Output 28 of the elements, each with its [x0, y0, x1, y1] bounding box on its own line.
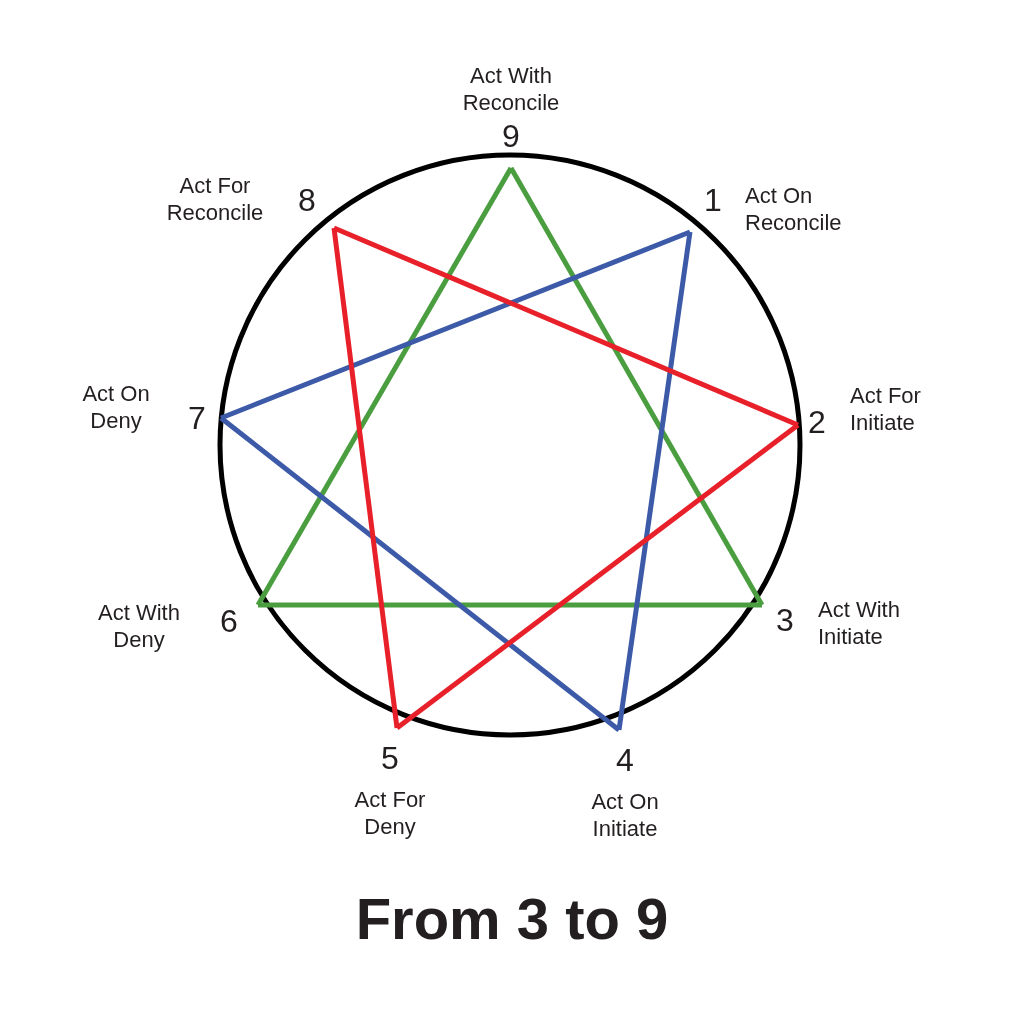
point-label: Act On Initiate	[590, 788, 660, 842]
point-number: 1	[704, 182, 722, 218]
connector-line	[508, 166, 765, 607]
point-number: 3	[776, 602, 794, 638]
point-label: Act On Reconcile	[745, 182, 843, 236]
connector-line	[616, 231, 693, 731]
connector-line	[331, 227, 400, 729]
connector-line	[255, 166, 514, 607]
point-number: 8	[298, 182, 316, 218]
point-number: 6	[220, 603, 238, 639]
point-label: Act For Reconcile	[165, 172, 265, 226]
point-label: Act With Reconcile	[461, 62, 561, 116]
connector-line	[258, 602, 762, 608]
connector-line	[333, 225, 799, 428]
point-number: 2	[808, 404, 826, 440]
connector-line	[220, 229, 691, 421]
point-label: Act With Deny	[97, 599, 181, 653]
point-label: Act On Deny	[81, 380, 151, 434]
connector-line	[219, 416, 621, 732]
point-label: Act With Initiate	[818, 596, 901, 650]
diagram-title: From 3 to 9	[355, 886, 669, 951]
point-label: Act For Initiate	[850, 382, 922, 436]
point-number: 4	[615, 742, 635, 778]
connector-line	[395, 423, 800, 730]
point-number: 9	[501, 118, 521, 154]
point-number: 5	[380, 740, 400, 776]
point-label: Act For Deny	[353, 786, 427, 840]
point-number: 7	[188, 400, 206, 436]
